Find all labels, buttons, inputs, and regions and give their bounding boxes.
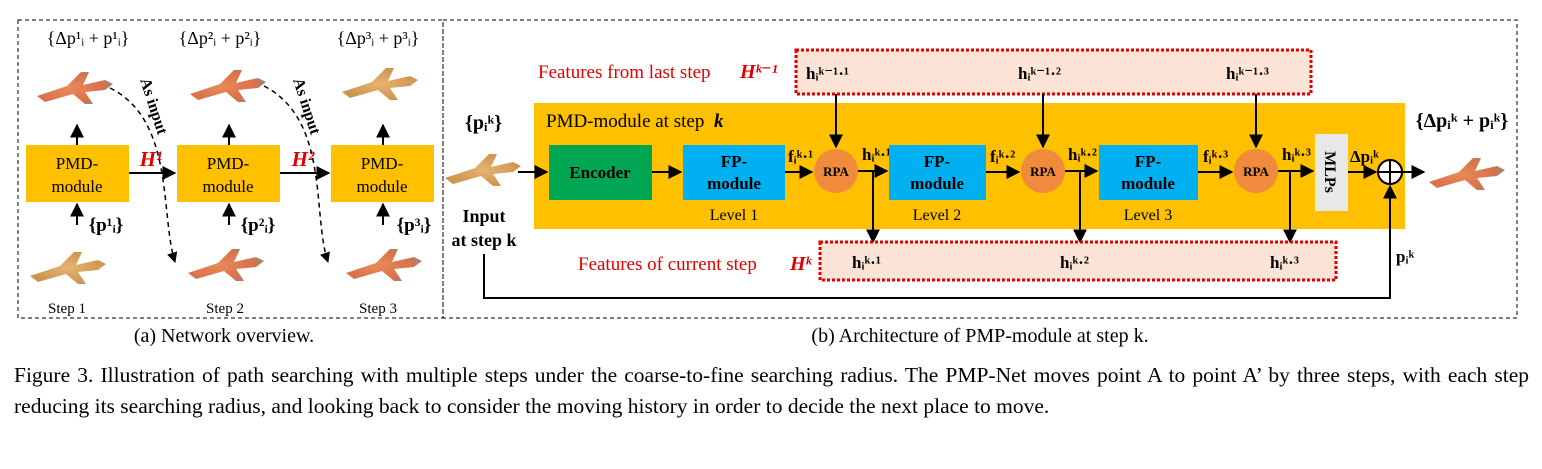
step1-input-plane: [30, 252, 106, 284]
step3-label: Step 3: [359, 301, 397, 317]
step2-label: Step 2: [206, 301, 244, 317]
features-last-box: [794, 48, 1313, 96]
rpa-2: [1021, 149, 1065, 193]
pmd-module-step2-label-1: PMD-: [207, 154, 250, 173]
step1-input-label: {p¹ᵢ}: [89, 215, 124, 236]
rpa-2-label: RPA: [1030, 164, 1056, 179]
as-input-label-1: As input: [136, 76, 170, 137]
figure-caption: Figure 3. Illustration of path searching…: [14, 363, 1529, 418]
pmd-module-title: PMD-module at step: [546, 111, 704, 132]
f-label-1: fᵢᵏ·¹: [788, 147, 813, 166]
pmd-module-step1-label-2: module: [52, 177, 103, 196]
features-current-symbol: Hᵏ: [789, 253, 813, 275]
h-current-1: hᵢᵏ·¹: [852, 253, 881, 272]
fp-module-1-label-1: FP-: [721, 152, 748, 171]
rpa-3-label: RPA: [1243, 164, 1269, 179]
fp-module-2-label-1: FP-: [924, 152, 951, 171]
encoder-label: Encoder: [569, 163, 631, 182]
fp-module-2-label-2: module: [910, 174, 964, 193]
h-current-2: hᵢᵏ·²: [1060, 253, 1089, 272]
fp-module-1-label-2: module: [707, 174, 761, 193]
h-current-3: hᵢᵏ·³: [1270, 253, 1299, 272]
fp-module-2: [889, 145, 986, 200]
output-point-set: {Δpᵢᵏ + pᵢᵏ}: [1416, 110, 1509, 132]
pmd-module-step3-label-2: module: [357, 177, 408, 196]
step3-output-label: {Δp³ᵢ + p³ᵢ}: [337, 28, 420, 48]
delta-p-label: Δpᵢᵏ: [1350, 147, 1379, 166]
fp-module-3-label-1: FP-: [1135, 152, 1162, 171]
step1-output-plane: [37, 72, 113, 104]
h-label-1: hᵢᵏ·¹: [862, 145, 891, 164]
fp-module-3-label-2: module: [1121, 174, 1175, 193]
panel-b-caption: (b) Architecture of PMP-module at step k…: [811, 325, 1148, 347]
as-input-curve-2: [263, 85, 330, 263]
mlps-block: [1315, 134, 1348, 211]
features-current-box: [818, 240, 1338, 282]
features-current-label: Features of current step: [578, 254, 757, 275]
level-2-label: Level 2: [913, 207, 961, 224]
h-last-1: hᵢᵏ⁻¹·¹: [806, 64, 849, 83]
pmd-module-step1: [26, 145, 129, 202]
rpa-3: [1234, 149, 1278, 193]
f-label-3: fᵢᵏ·³: [1203, 147, 1228, 166]
features-last-symbol: Hᵏ⁻¹: [739, 61, 778, 83]
rpa-1: [814, 149, 858, 193]
pmd-module-step3: [331, 145, 434, 202]
h-last-3: hᵢᵏ⁻¹·³: [1226, 64, 1269, 83]
encoder-block: [549, 145, 652, 200]
hidden-state-h1: H¹: [139, 147, 163, 171]
features-last-label: Features from last step: [538, 62, 711, 83]
mlps-label: MLPs: [1321, 151, 1338, 193]
architecture-diagram: {Δp¹ᵢ + p¹ᵢ} {Δp²ᵢ + p²ᵢ} {Δp³ᵢ + p³ᵢ} P…: [17, 19, 1518, 347]
pmd-module-step3-label-1: PMD-: [361, 154, 404, 173]
h-last-2: hᵢᵏ⁻¹·²: [1018, 64, 1061, 83]
pmd-module-title-k: k: [714, 111, 724, 132]
f-label-2: fᵢᵏ·²: [990, 147, 1015, 166]
pmd-module-step2-label-2: module: [203, 177, 254, 196]
step1-output-label: {Δp¹ᵢ + p¹ᵢ}: [47, 28, 130, 48]
as-input-curve-1: [109, 87, 178, 264]
input-point-set: {pᵢᵏ}: [465, 112, 502, 134]
level-3-label: Level 3: [1124, 207, 1172, 224]
input-plane: [445, 154, 521, 186]
step1-label: Step 1: [48, 301, 86, 317]
panel-a-frame: [17, 19, 444, 319]
pmd-module-step1-label-1: PMD-: [56, 154, 99, 173]
step2-output-plane: [190, 70, 266, 102]
step3-output-plane: [342, 68, 418, 100]
input-label-2: at step k: [451, 230, 516, 250]
step2-output-label: {Δp²ᵢ + p²ᵢ}: [179, 28, 262, 48]
panel-b: Features from last step Hᵏ⁻¹ hᵢᵏ⁻¹·¹ hᵢᵏ…: [445, 48, 1509, 299]
as-input-label-2: As input: [289, 76, 323, 137]
level-1-label: Level 1: [710, 207, 758, 224]
input-label-1: Input: [462, 206, 505, 226]
output-plane: [1429, 158, 1505, 190]
fp-module-1: [683, 145, 785, 200]
panel-a: {Δp¹ᵢ + p¹ᵢ} {Δp²ᵢ + p²ᵢ} {Δp³ᵢ + p³ᵢ} P…: [26, 28, 434, 317]
p-k-label: pᵢᵏ: [1396, 247, 1414, 266]
step3-input-plane: [346, 249, 422, 281]
skip-connection: [483, 184, 1397, 299]
step2-input-label: {p²ᵢ}: [241, 215, 276, 236]
h-label-2: hᵢᵏ·²: [1068, 145, 1097, 164]
panel-a-caption: (a) Network overview.: [134, 325, 314, 347]
h-label-3: hᵢᵏ·³: [1282, 145, 1311, 164]
step2-input-plane: [188, 249, 264, 281]
fp-module-3: [1099, 145, 1198, 200]
step3-input-label: {p³ᵢ}: [397, 215, 432, 236]
rpa-1-label: RPA: [823, 164, 849, 179]
pmd-module-step2: [177, 145, 280, 202]
